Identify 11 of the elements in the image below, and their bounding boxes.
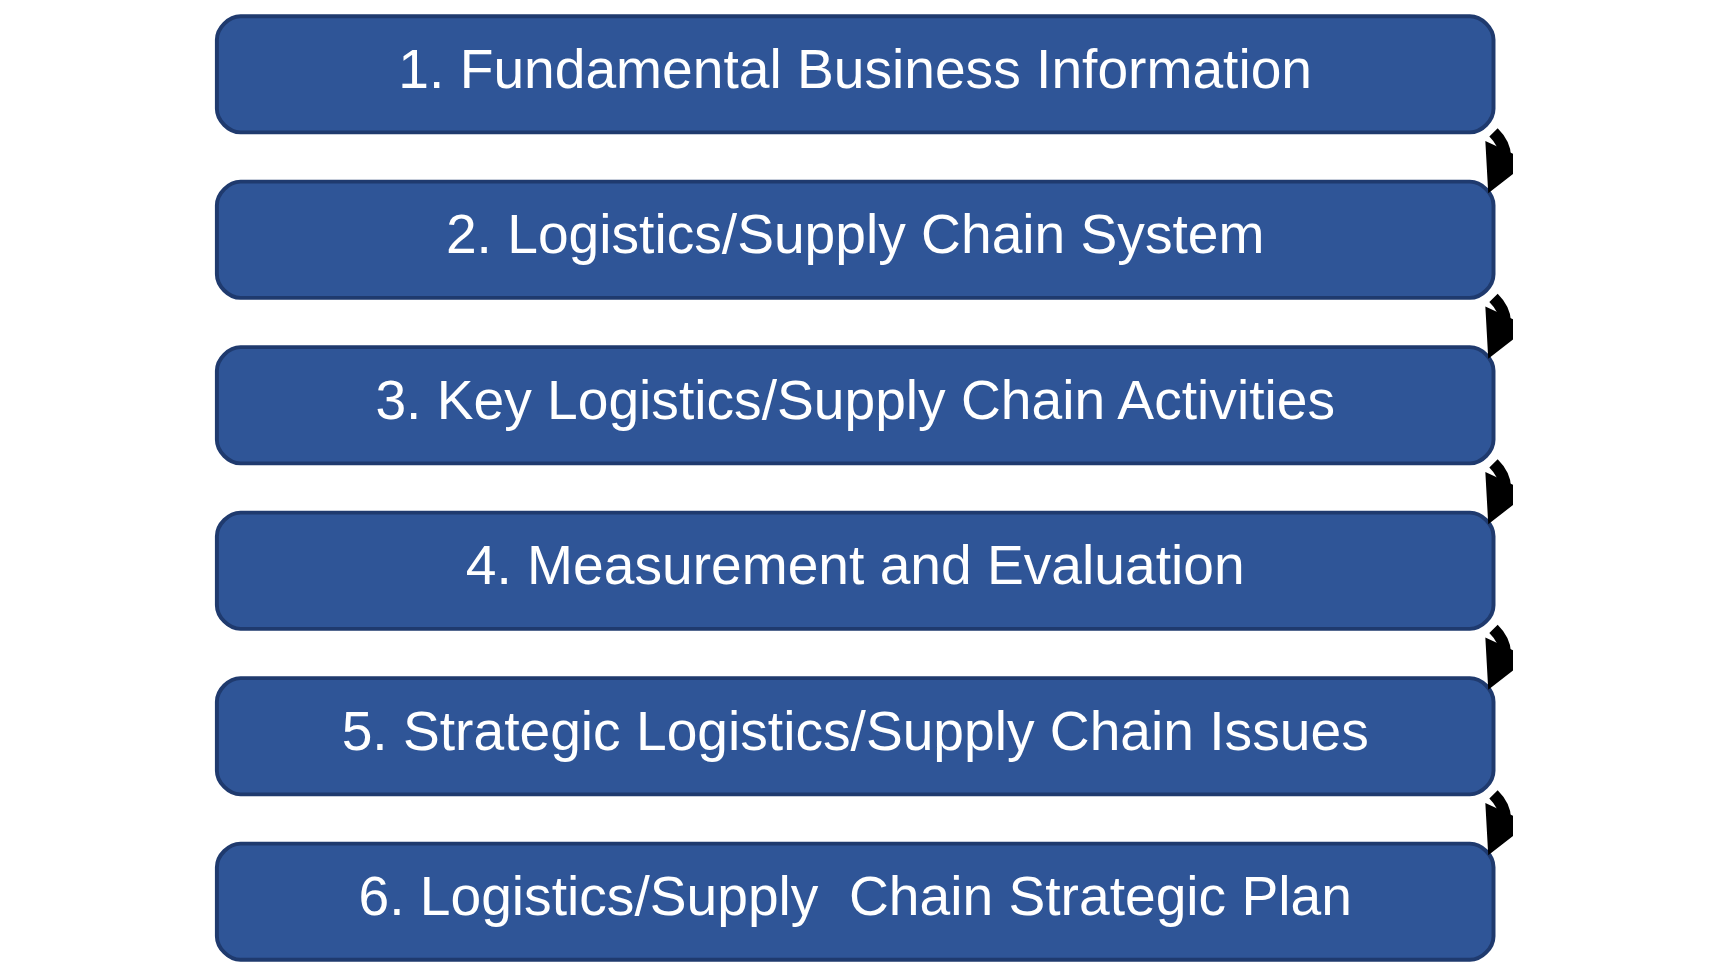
arrow xyxy=(1484,624,1513,690)
arrow xyxy=(1484,790,1513,856)
arrow xyxy=(1484,128,1513,194)
arrow xyxy=(1484,293,1513,359)
node-box: 4. Measurement and Evaluation xyxy=(214,510,1495,631)
node-box: 2. Logistics/Supply Chain System xyxy=(214,179,1495,300)
node-box: 1. Fundamental Business Information xyxy=(214,14,1495,135)
arrow xyxy=(1484,459,1513,525)
node-box: 5. Strategic Logistics/Supply Chain Issues xyxy=(214,676,1495,797)
node-box: 3. Key Logistics/Supply Chain Activities xyxy=(214,345,1495,466)
node-box: 6. Logistics/Supply Chain Strategic Plan xyxy=(214,841,1495,962)
